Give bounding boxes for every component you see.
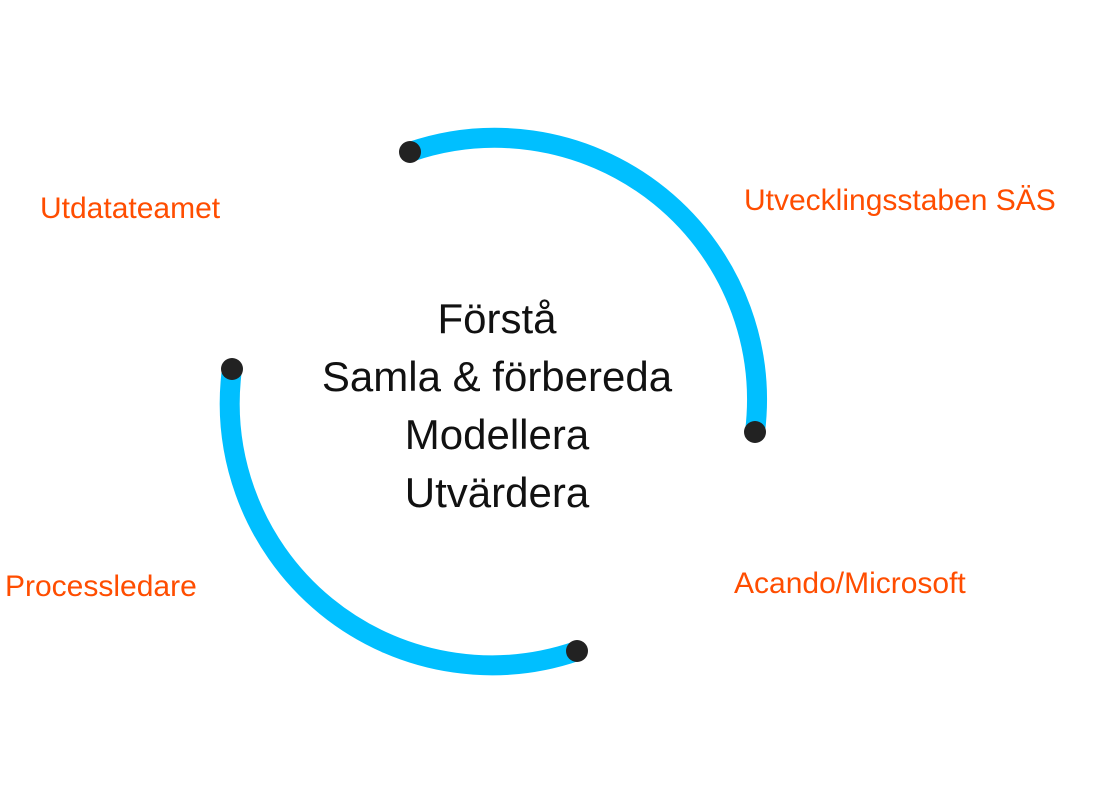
step-4: Utvärdera (404, 469, 590, 516)
label-utvecklingsstaben: Utvecklingsstaben SÄS (744, 184, 1056, 217)
label-utdatateamet: Utdatateamet (40, 192, 221, 225)
step-3: Modellera (404, 411, 590, 458)
arc-endpoint-dot (566, 640, 588, 662)
label-processledare: Processledare (5, 570, 197, 603)
label-acando-microsoft: Acando/Microsoft (734, 567, 966, 600)
top-right-arc (406, 127, 767, 434)
step-2: Samla & förbereda (321, 353, 673, 400)
center-steps: Förstå Samla & förbereda Modellera Utvär… (247, 290, 747, 522)
arc-endpoint-dot (744, 421, 766, 443)
step-1: Förstå (437, 295, 557, 342)
bottom-left-arc (219, 367, 581, 676)
arc-endpoint-dot (399, 141, 421, 163)
arc-endpoint-dot (221, 358, 243, 380)
